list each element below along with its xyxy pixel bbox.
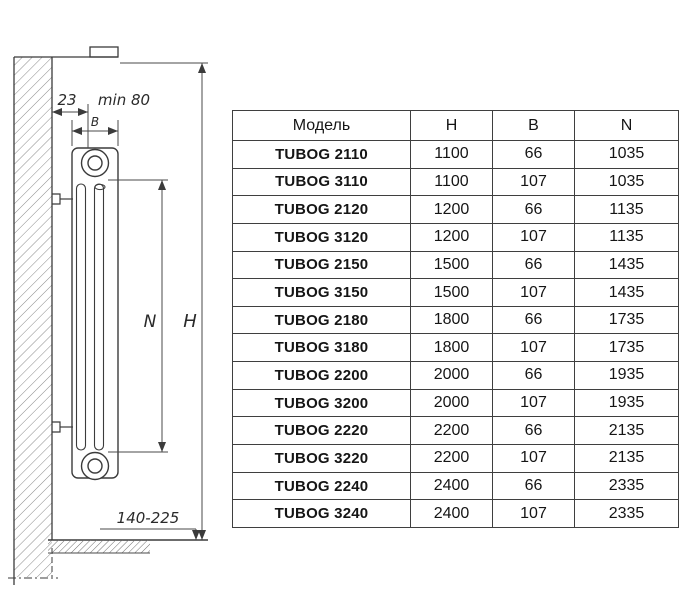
top-connector-icon (80, 148, 110, 178)
cell-model: TUBOG 3200 (232, 388, 411, 418)
cell-b: 107 (492, 499, 575, 528)
cell-model: TUBOG 3220 (232, 444, 411, 473)
cell-n: 1935 (574, 361, 679, 390)
table-row: TUBOG 2240 2400 66 2335 (232, 471, 679, 501)
cell-model: TUBOG 2220 (232, 416, 411, 446)
table-row: TUBOG 3150 1500 107 1435 (232, 278, 679, 307)
cell-h: 1100 (410, 140, 493, 169)
cell-model: TUBOG 2240 (232, 471, 411, 501)
dim-label-axis-n: N (144, 312, 157, 332)
cell-b: 107 (492, 388, 575, 418)
spec-table-body: TUBOG 2110 1100 66 1035 TUBOG 3110 1100 … (232, 140, 679, 528)
dim-label-min-clearance: min 80 (98, 91, 150, 109)
cell-model: TUBOG 3120 (232, 222, 411, 252)
cell-b: 66 (492, 250, 575, 280)
cell-n: 1435 (574, 250, 679, 280)
cell-n: 1935 (574, 388, 679, 418)
cell-n: 1035 (574, 140, 679, 169)
dimension-lines (48, 62, 208, 554)
cell-n: 1035 (574, 167, 679, 197)
cell-model: TUBOG 3110 (232, 167, 411, 197)
cell-b: 66 (492, 471, 575, 501)
cell-b: 107 (492, 167, 575, 197)
cell-h: 2000 (410, 388, 493, 418)
radiator-technical-drawing: 23 min 80 B N H 140-225 (8, 46, 208, 585)
cell-n: 1735 (574, 305, 679, 335)
dimension-labels: 23 min 80 B N H 140-225 (57, 91, 197, 527)
table-row: TUBOG 3180 1800 107 1735 (232, 333, 679, 363)
table-row: TUBOG 2200 2000 66 1935 (232, 361, 679, 390)
cell-h: 2200 (410, 444, 493, 473)
table-row: TUBOG 2220 2200 66 2135 (232, 416, 679, 446)
header-row: Модель H B N (232, 110, 679, 141)
cell-h: 1800 (410, 333, 493, 363)
cell-h: 1800 (410, 305, 493, 335)
col-header-n: N (574, 110, 679, 141)
dim-label-wall-offset: 23 (57, 91, 76, 109)
col-header-h: H (410, 110, 493, 141)
table-row: TUBOG 3200 2000 107 1935 (232, 388, 679, 418)
radiator-body (71, 147, 119, 481)
cell-model: TUBOG 2110 (232, 140, 411, 169)
table-row: TUBOG 2110 1100 66 1035 (232, 140, 679, 169)
bottom-connector-icon (80, 451, 110, 481)
cell-n: 1135 (574, 195, 679, 224)
cell-n: 2335 (574, 499, 679, 528)
cell-b: 66 (492, 305, 575, 335)
dim-label-floor-clearance: 140-225 (117, 509, 180, 527)
cell-model: TUBOG 2150 (232, 250, 411, 280)
table-row: TUBOG 2150 1500 66 1435 (232, 250, 679, 280)
cell-b: 66 (492, 361, 575, 390)
cell-model: TUBOG 3150 (232, 278, 411, 307)
cell-b: 107 (492, 444, 575, 473)
cell-model: TUBOG 2120 (232, 195, 411, 224)
table-row: TUBOG 2180 1800 66 1735 (232, 305, 679, 335)
dim-label-height-h: H (183, 311, 197, 332)
cell-n: 1435 (574, 278, 679, 307)
spec-table: Модель H B N TUBOG 2110 1100 66 1035 TUB… (232, 110, 679, 528)
cell-model: TUBOG 3240 (232, 499, 411, 528)
spec-table-head: Модель H B N (232, 110, 679, 141)
cell-h: 2000 (410, 361, 493, 390)
wall-brackets (52, 193, 73, 433)
air-vent-icon (94, 183, 106, 191)
dim-label-depth-b: B (91, 115, 99, 129)
cell-b: 66 (492, 140, 575, 169)
cell-model: TUBOG 3180 (232, 333, 411, 363)
cell-n: 2135 (574, 416, 679, 446)
cell-h: 1200 (410, 195, 493, 224)
cell-h: 1500 (410, 278, 493, 307)
table-row: TUBOG 3220 2200 107 2135 (232, 444, 679, 473)
cell-n: 2135 (574, 444, 679, 473)
table-row: TUBOG 3120 1200 107 1135 (232, 222, 679, 252)
cell-h: 2400 (410, 471, 493, 501)
cell-b: 66 (492, 195, 575, 224)
cell-n: 1135 (574, 222, 679, 252)
col-header-b: B (492, 110, 575, 141)
cell-h: 2200 (410, 416, 493, 446)
cell-h: 1100 (410, 167, 493, 197)
table-row: TUBOG 3110 1100 107 1035 (232, 167, 679, 197)
cell-b: 107 (492, 222, 575, 252)
cell-h: 2400 (410, 499, 493, 528)
cell-b: 66 (492, 416, 575, 446)
table-row: TUBOG 3240 2400 107 2335 (232, 499, 679, 528)
cell-n: 2335 (574, 471, 679, 501)
cell-b: 107 (492, 333, 575, 363)
table-row: TUBOG 2120 1200 66 1135 (232, 195, 679, 224)
cell-h: 1500 (410, 250, 493, 280)
cell-model: TUBOG 2180 (232, 305, 411, 335)
cell-model: TUBOG 2200 (232, 361, 411, 390)
cell-n: 1735 (574, 333, 679, 363)
cell-b: 107 (492, 278, 575, 307)
cell-h: 1200 (410, 222, 493, 252)
col-header-model: Модель (232, 110, 411, 141)
